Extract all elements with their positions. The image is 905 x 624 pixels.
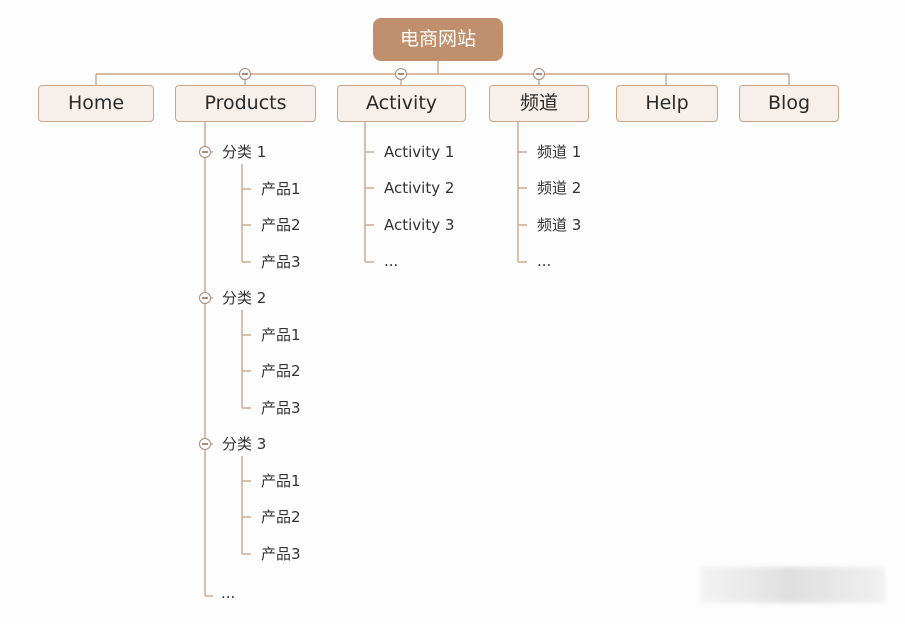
collapse-toggle-icon[interactable] xyxy=(239,68,251,80)
product-item[interactable]: 产品3 xyxy=(261,399,301,417)
category-label[interactable]: 分类 2 xyxy=(222,289,267,307)
root-node[interactable]: 电商网站 xyxy=(373,18,503,61)
node-activity[interactable]: Activity xyxy=(337,85,466,122)
node-channel[interactable]: 频道 xyxy=(489,85,589,122)
product-item[interactable]: 产品1 xyxy=(261,180,301,198)
node-help[interactable]: Help xyxy=(616,85,718,122)
activity-item[interactable]: Activity 2 xyxy=(384,179,455,197)
product-item[interactable]: 产品3 xyxy=(261,545,301,563)
collapse-toggle-icon[interactable] xyxy=(533,68,545,80)
product-item[interactable]: 产品2 xyxy=(261,216,301,234)
node-products[interactable]: Products xyxy=(175,85,316,122)
activity-item[interactable]: Activity 3 xyxy=(384,216,455,234)
collapse-toggle-icon[interactable] xyxy=(199,146,211,158)
collapse-toggle-icon[interactable] xyxy=(199,438,211,450)
channel-more[interactable]: ... xyxy=(537,252,552,270)
category-label[interactable]: 分类 3 xyxy=(222,435,267,453)
blurred-watermark xyxy=(700,567,885,603)
product-item[interactable]: 产品1 xyxy=(261,472,301,490)
category-label[interactable]: 分类 1 xyxy=(222,143,267,161)
node-blog[interactable]: Blog xyxy=(739,85,839,122)
product-item[interactable]: 产品1 xyxy=(261,326,301,344)
activity-more[interactable]: ... xyxy=(384,252,399,270)
product-item[interactable]: 产品3 xyxy=(261,253,301,271)
node-home[interactable]: Home xyxy=(38,85,154,122)
products-more[interactable]: ... xyxy=(221,584,236,602)
activity-item[interactable]: Activity 1 xyxy=(384,143,455,161)
product-item[interactable]: 产品2 xyxy=(261,508,301,526)
collapse-toggle-icon[interactable] xyxy=(199,292,211,304)
channel-item[interactable]: 频道 3 xyxy=(537,216,582,234)
channel-item[interactable]: 频道 2 xyxy=(537,179,582,197)
product-item[interactable]: 产品2 xyxy=(261,362,301,380)
collapse-toggle-icon[interactable] xyxy=(395,68,407,80)
channel-item[interactable]: 频道 1 xyxy=(537,143,582,161)
